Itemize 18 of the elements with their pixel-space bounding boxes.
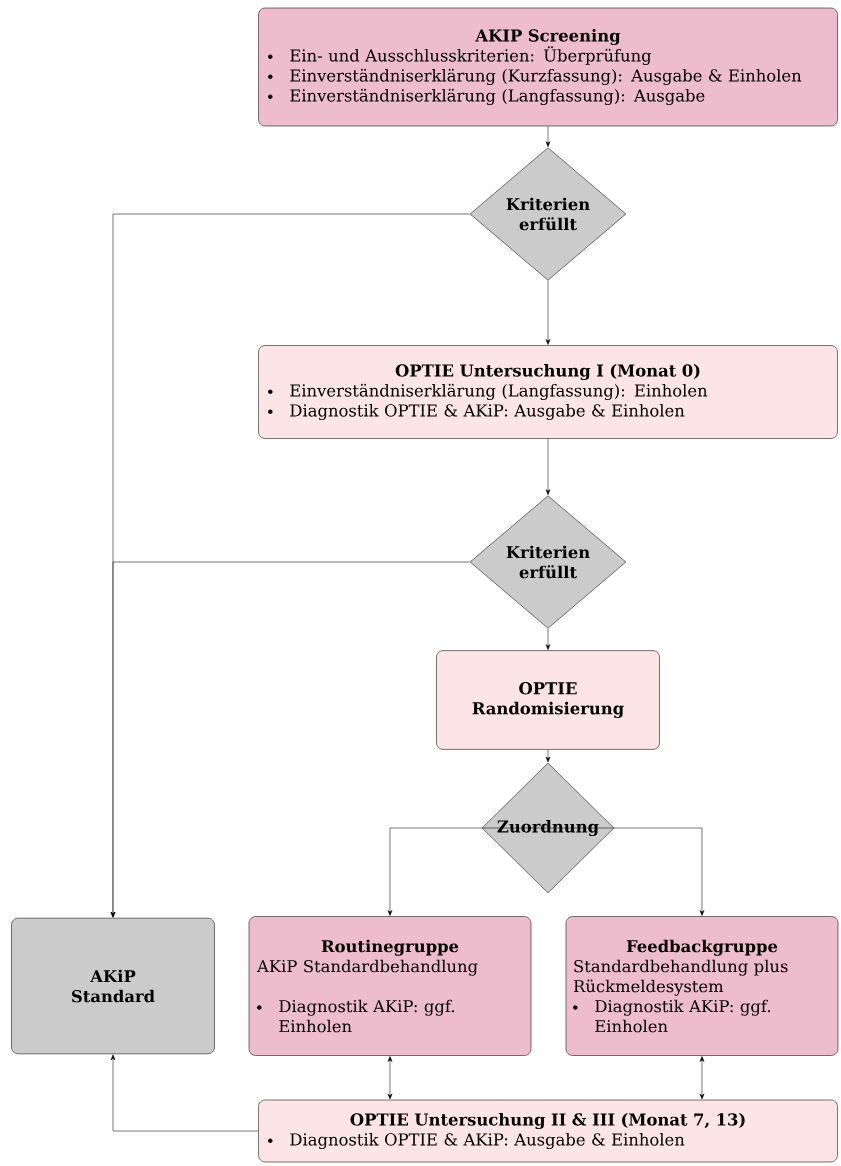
arrow: [699, 1056, 705, 1100]
process-box: Routinegruppe AKiP Standardbehandlung Diagnostik AKiP: ggf. Einholen: [248, 916, 532, 1056]
process-box: AKIP Screening Ein- und Ausschlusskriterien: Überprüfung Einverständniserklärung (Kurzfassung): Ausgabe & Einholen Einverständniserklärung (Langfassung): Ausgabe: [258, 7, 838, 127]
arrow: [387, 1056, 393, 1100]
arrow: [545, 749, 551, 763]
process-box: OPTIE Randomisierung: [436, 650, 660, 750]
arrow: [110, 561, 470, 918]
process-box: AKiP Standard: [11, 917, 215, 1055]
process-box: OPTIE Untersuchung II & III (Monat 7, 13) Diagnostik OPTIE & AKiP: Ausgabe & Einholen: [258, 1099, 838, 1163]
process-box: Feedbackgruppe Standardbehandlung plus Rückmeldesystem Diagnostik AKiP: ggf. Einholen: [565, 916, 839, 1056]
arrow: [545, 280, 551, 345]
arrow: [387, 827, 482, 916]
arrow: [481, 827, 705, 916]
arrow: [545, 126, 551, 147]
arrow: [110, 1054, 259, 1132]
arrow: [545, 628, 551, 650]
process-box: OPTIE Untersuchung I (Monat 0) Einverständniserklärung (Langfassung): Einholen Diagnostik OPTIE & AKiP: Ausgabe & Einholen: [258, 345, 838, 439]
arrow: [545, 438, 551, 495]
